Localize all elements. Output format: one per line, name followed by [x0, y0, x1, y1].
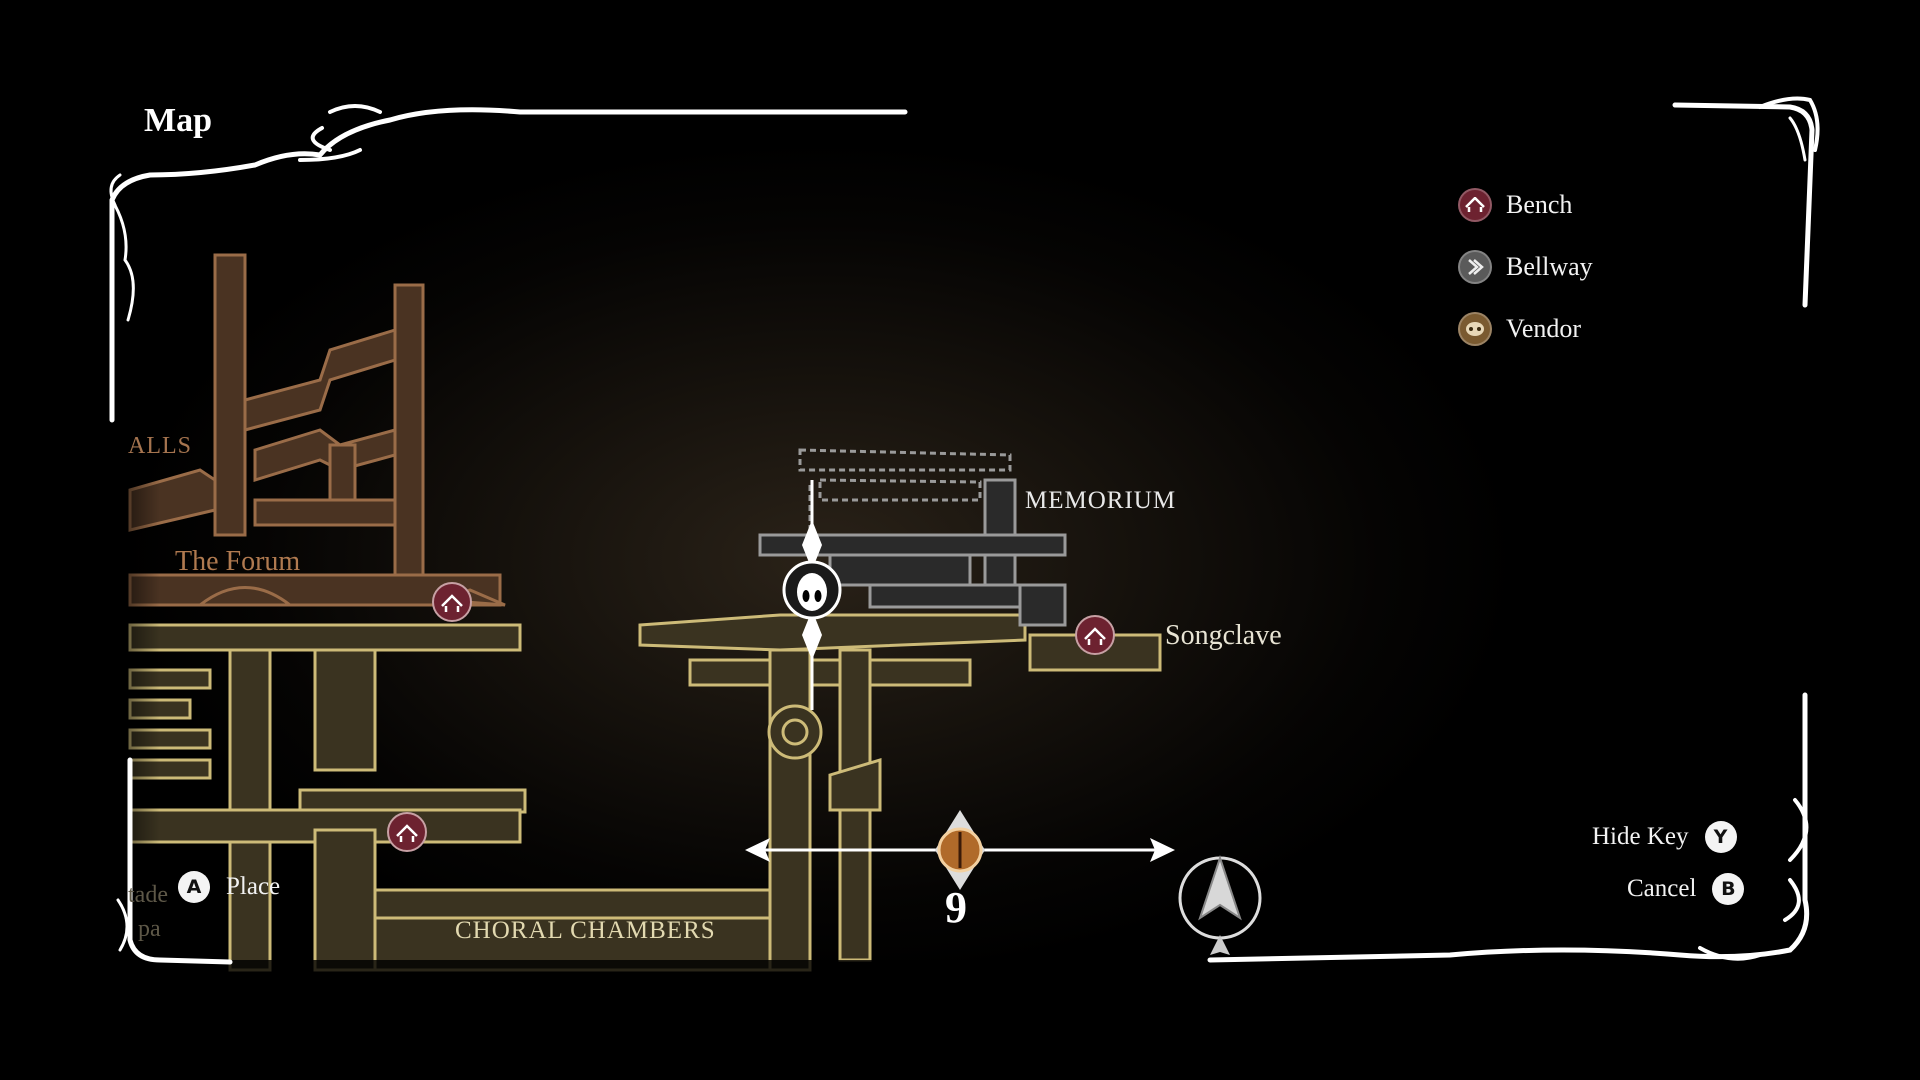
area-label-partial-2: pa — [138, 916, 161, 942]
marker-selector[interactable] — [745, 810, 1175, 890]
bench-pin-forum[interactable] — [432, 582, 472, 622]
area-label-partial-1: tade — [128, 882, 168, 908]
map-frame — [109, 96, 1820, 965]
bench-pin-songclave[interactable] — [1075, 615, 1115, 655]
cancel-prompt[interactable]: Cancel B — [1627, 873, 1745, 905]
bench-icon — [1458, 188, 1492, 222]
legend-label-vendor: Vendor — [1506, 314, 1582, 343]
y-button-icon[interactable]: Y — [1704, 821, 1737, 853]
map-title: Map — [144, 102, 212, 139]
area-label-memorium: MEMORIUM — [1025, 487, 1177, 514]
legend-item-vendor: Vendor — [1458, 312, 1581, 346]
player-marker-icon — [782, 480, 842, 710]
place-prompt[interactable]: A Place — [178, 871, 280, 903]
hide-key-label: Hide Key — [1592, 823, 1689, 850]
memorium-region — [758, 448, 1067, 627]
marker-count: 9 — [945, 883, 967, 932]
legend-label-bellway: Bellway — [1506, 252, 1593, 281]
area-label-halls: ALLS — [128, 433, 192, 459]
legend-item-bench: Bench — [1458, 188, 1572, 222]
legend-label-bench: Bench — [1506, 190, 1573, 219]
place-label: Place — [226, 873, 281, 900]
area-label-forum: The Forum — [175, 546, 301, 577]
legend-item-bellway: Bellway — [1458, 250, 1593, 284]
gold-region — [128, 613, 1162, 972]
area-label-choral-chambers: CHORAL CHAMBERS — [455, 917, 716, 944]
b-button-icon[interactable]: B — [1712, 873, 1745, 905]
vendor-icon — [1458, 312, 1492, 346]
area-label-songclave: Songclave — [1165, 620, 1282, 651]
cancel-label: Cancel — [1627, 875, 1697, 902]
bellway-icon — [1458, 250, 1492, 284]
bench-pin-lower[interactable] — [387, 812, 427, 852]
hide-key-prompt[interactable]: Hide Key Y — [1592, 821, 1737, 853]
a-button-icon[interactable]: A — [178, 871, 210, 903]
compass-icon — [1178, 854, 1262, 955]
